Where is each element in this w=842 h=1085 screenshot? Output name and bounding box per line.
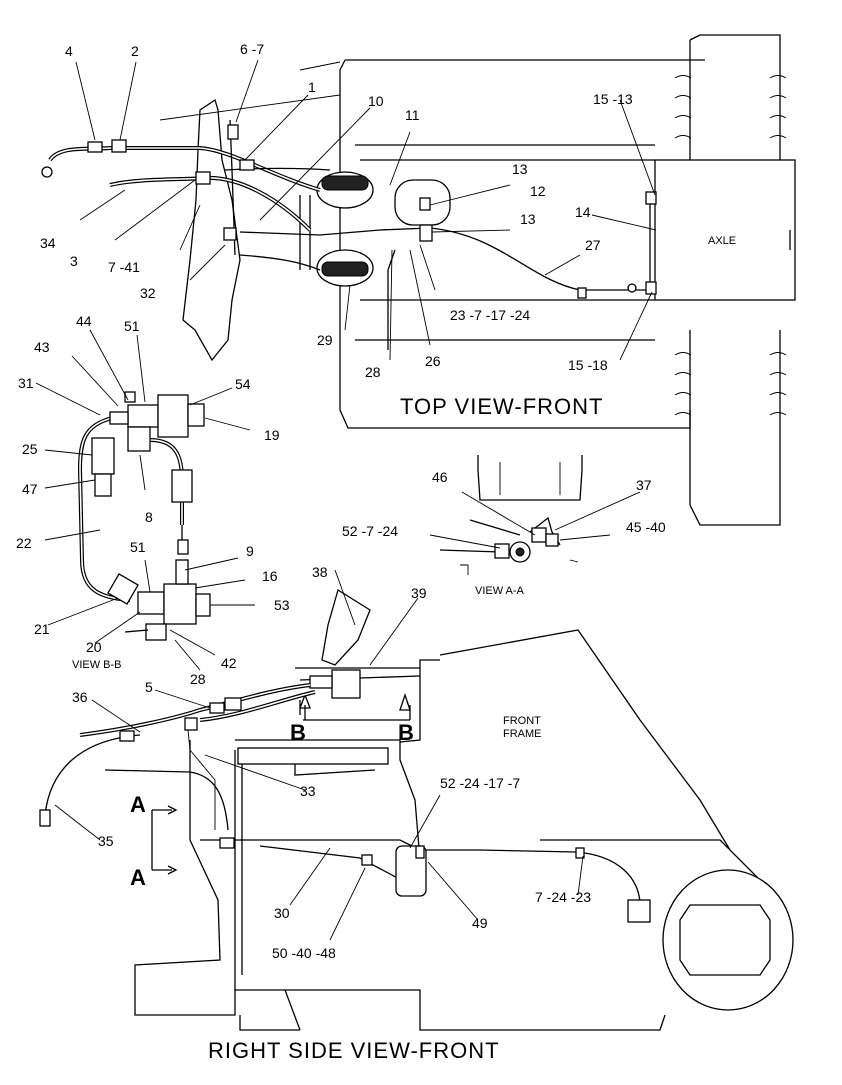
callout-26: 26: [425, 353, 441, 369]
view-a-a: VIEW A-A: [429, 455, 641, 597]
callout-51-a: 51: [124, 318, 140, 334]
callout-31: 31: [18, 375, 34, 391]
callout-16: 16: [262, 568, 278, 584]
callout-21: 21: [34, 621, 50, 637]
callout-23-7-17-24: 23 -7 -17 -24: [450, 307, 530, 323]
view-a-a-title: VIEW A-A: [475, 585, 525, 597]
callout-22: 22: [16, 535, 32, 551]
callout-27: 27: [585, 237, 601, 253]
callout-52-7-24: 52 -7 -24: [342, 523, 398, 539]
callout-53: 53: [274, 597, 290, 613]
callout-5: 5: [145, 679, 153, 695]
callout-15-18: 15 -18: [568, 357, 608, 373]
callout-28-b: 28: [190, 671, 206, 687]
callout-13-b: 13: [520, 211, 536, 227]
callout-2: 2: [131, 43, 139, 59]
callout-51-b: 51: [130, 539, 146, 555]
section-a-bottom: A: [130, 865, 146, 890]
callout-7-41: 7 -41: [108, 259, 140, 275]
callout-42: 42: [221, 655, 237, 671]
callout-33: 33: [300, 783, 316, 799]
callout-44: 44: [76, 313, 92, 329]
callout-1: 1: [308, 79, 316, 95]
front-frame-label-1: FRONT: [503, 715, 541, 727]
callout-10: 10: [368, 93, 384, 109]
callout-36: 36: [72, 689, 88, 705]
section-a-top: A: [130, 792, 146, 817]
callout-32: 32: [140, 285, 156, 301]
callout-54: 54: [235, 376, 251, 392]
callout-4: 4: [65, 43, 73, 59]
front-frame-label-2: FRAME: [503, 728, 542, 740]
section-b-right: B: [398, 720, 414, 745]
axle-label: AXLE: [708, 235, 736, 247]
right-side-view-title: RIGHT SIDE VIEW-FRONT: [208, 1038, 500, 1063]
callout-19: 19: [264, 427, 280, 443]
callout-47: 47: [22, 481, 38, 497]
callout-6-7: 6 -7: [240, 41, 264, 57]
section-b-left: B: [290, 720, 306, 745]
callout-52-24-17-7: 52 -24 -17 -7: [440, 775, 520, 791]
view-b-b-title: VIEW B-B: [72, 659, 122, 671]
callout-46: 46: [432, 469, 448, 485]
right-side-view-front: RIGHT SIDE VIEW-FRONT FRONT FRAME B B A …: [39, 569, 794, 1063]
callout-15-13: 15 -13: [593, 91, 633, 107]
top-view-title: TOP VIEW-FRONT: [400, 394, 603, 419]
callout-43: 43: [34, 339, 50, 355]
callout-38: 38: [312, 564, 328, 580]
callout-50-40-48: 50 -40 -48: [272, 945, 336, 961]
callout-37: 37: [636, 477, 652, 493]
callout-34: 34: [40, 235, 56, 251]
callout-3: 3: [70, 253, 78, 269]
top-view-front: TOP VIEW-FRONT AXLE: [41, 34, 796, 526]
callout-13-a: 13: [512, 161, 528, 177]
callout-35: 35: [98, 833, 114, 849]
callouts: 4 2 6 -7 1 10 11 15 -13 13 12 14 13 27 3…: [16, 41, 666, 961]
callout-25: 25: [22, 441, 38, 457]
callout-30: 30: [274, 905, 290, 921]
callout-12: 12: [530, 183, 546, 199]
callout-11: 11: [405, 107, 420, 123]
callout-29: 29: [317, 332, 333, 348]
callout-49: 49: [472, 915, 488, 931]
callout-14: 14: [575, 204, 591, 220]
callout-28-a: 28: [365, 364, 381, 380]
view-b-b: VIEW B-B: [35, 329, 255, 671]
callout-8: 8: [145, 509, 153, 525]
callout-39: 39: [411, 585, 427, 601]
callout-20: 20: [86, 639, 102, 655]
callout-9: 9: [246, 543, 254, 559]
callout-45-40: 45 -40: [626, 519, 666, 535]
callout-7-24-23: 7 -24 -23: [535, 889, 591, 905]
